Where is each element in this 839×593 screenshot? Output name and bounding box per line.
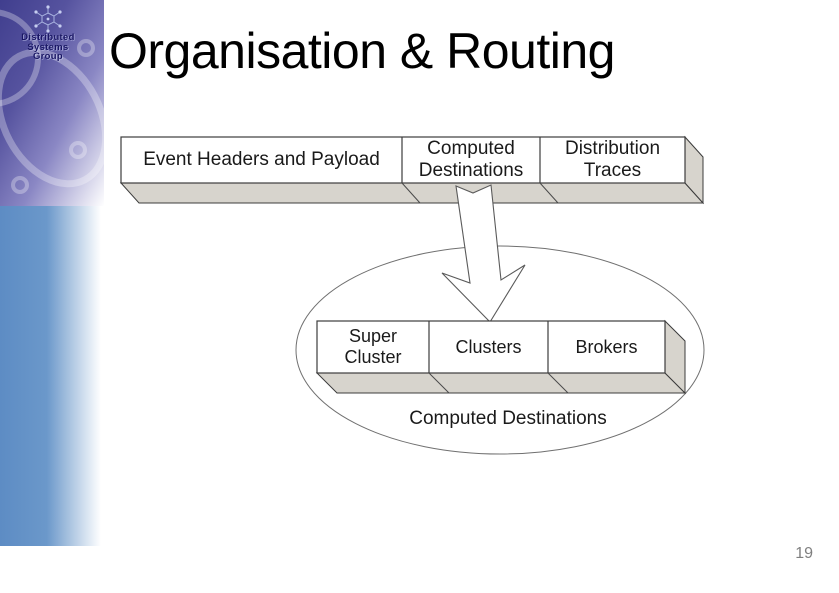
bottom-bar-segment-super-cluster: Super Cluster [344,326,402,367]
logo-line-3: Group [33,51,63,62]
sidebar: Distributed Systems Group [0,0,104,546]
top-bar-segment-computed-destinations: Computed Destinations [418,137,524,181]
bottom-bar-divider-2-shadow [547,372,569,394]
top-bar-segment-distribution-traces: Distribution Traces [564,137,661,181]
down-arrow [441,184,526,323]
swirl-pattern [0,9,104,194]
bottom-bar-divider-1-shadow [428,372,450,394]
bottom-bar-segment-clusters: Clusters [455,336,522,357]
logo-line-1: Distributed [21,32,75,43]
sidebar-top-gradient: Distributed Systems Group [0,0,104,206]
logo-line-2: Systems [27,41,69,53]
top-bar-divider-1-shadow [401,182,421,204]
computed-destinations-ellipse [295,245,705,455]
ellipse-caption: Computed Destinations [409,407,607,429]
page-number: 19 [795,545,813,562]
bottom-bar-segment-brokers: Brokers [575,336,638,357]
bottom-bar-bottom-face [315,372,687,394]
dsg-logo: Distributed Systems Group [0,5,96,62]
top-bar-segment-event-headers: Event Headers and Payload [143,148,380,170]
molecule-icon [34,5,62,33]
slide-title: Organisation & Routing [109,23,615,79]
top-bar-divider-2-shadow [539,182,559,204]
top-bar-face [120,136,686,184]
bottom-bar [315,319,687,395]
top-bar [119,135,705,205]
top-bar-bottom-face [119,182,705,204]
bottom-bar-face [316,320,666,374]
